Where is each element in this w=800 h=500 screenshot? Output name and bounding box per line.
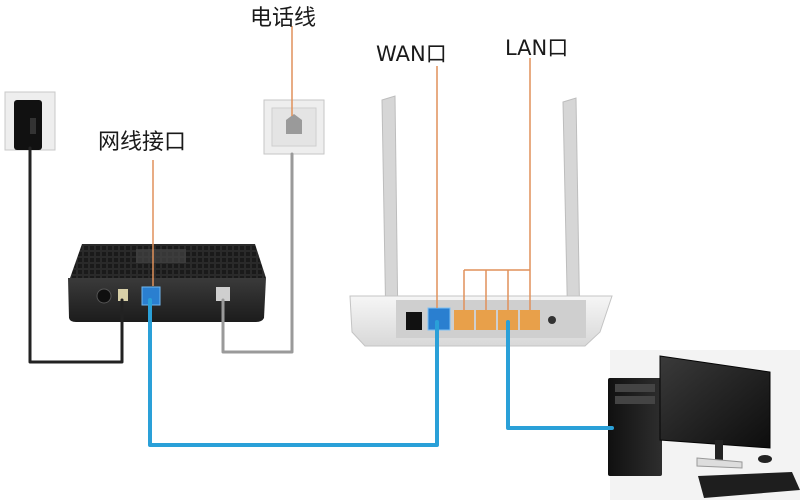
wan-port-label: WAN口 — [376, 42, 447, 66]
lan-port-label: LAN口 — [505, 36, 569, 60]
power-adapter-icon — [4, 91, 56, 151]
modem-icon — [68, 244, 266, 322]
phone-wall-jack-icon — [263, 99, 325, 155]
wireless-router-icon — [349, 95, 613, 347]
lan-ethernet-cable — [506, 320, 614, 430]
desktop-computer-icon — [608, 350, 800, 500]
network-port-label: 网线接口 — [98, 130, 187, 155]
wan-ethernet-cable — [148, 298, 439, 447]
phone-line-label: 电话线 — [250, 6, 317, 31]
power-cable — [28, 146, 124, 364]
phone-cable — [221, 152, 294, 354]
